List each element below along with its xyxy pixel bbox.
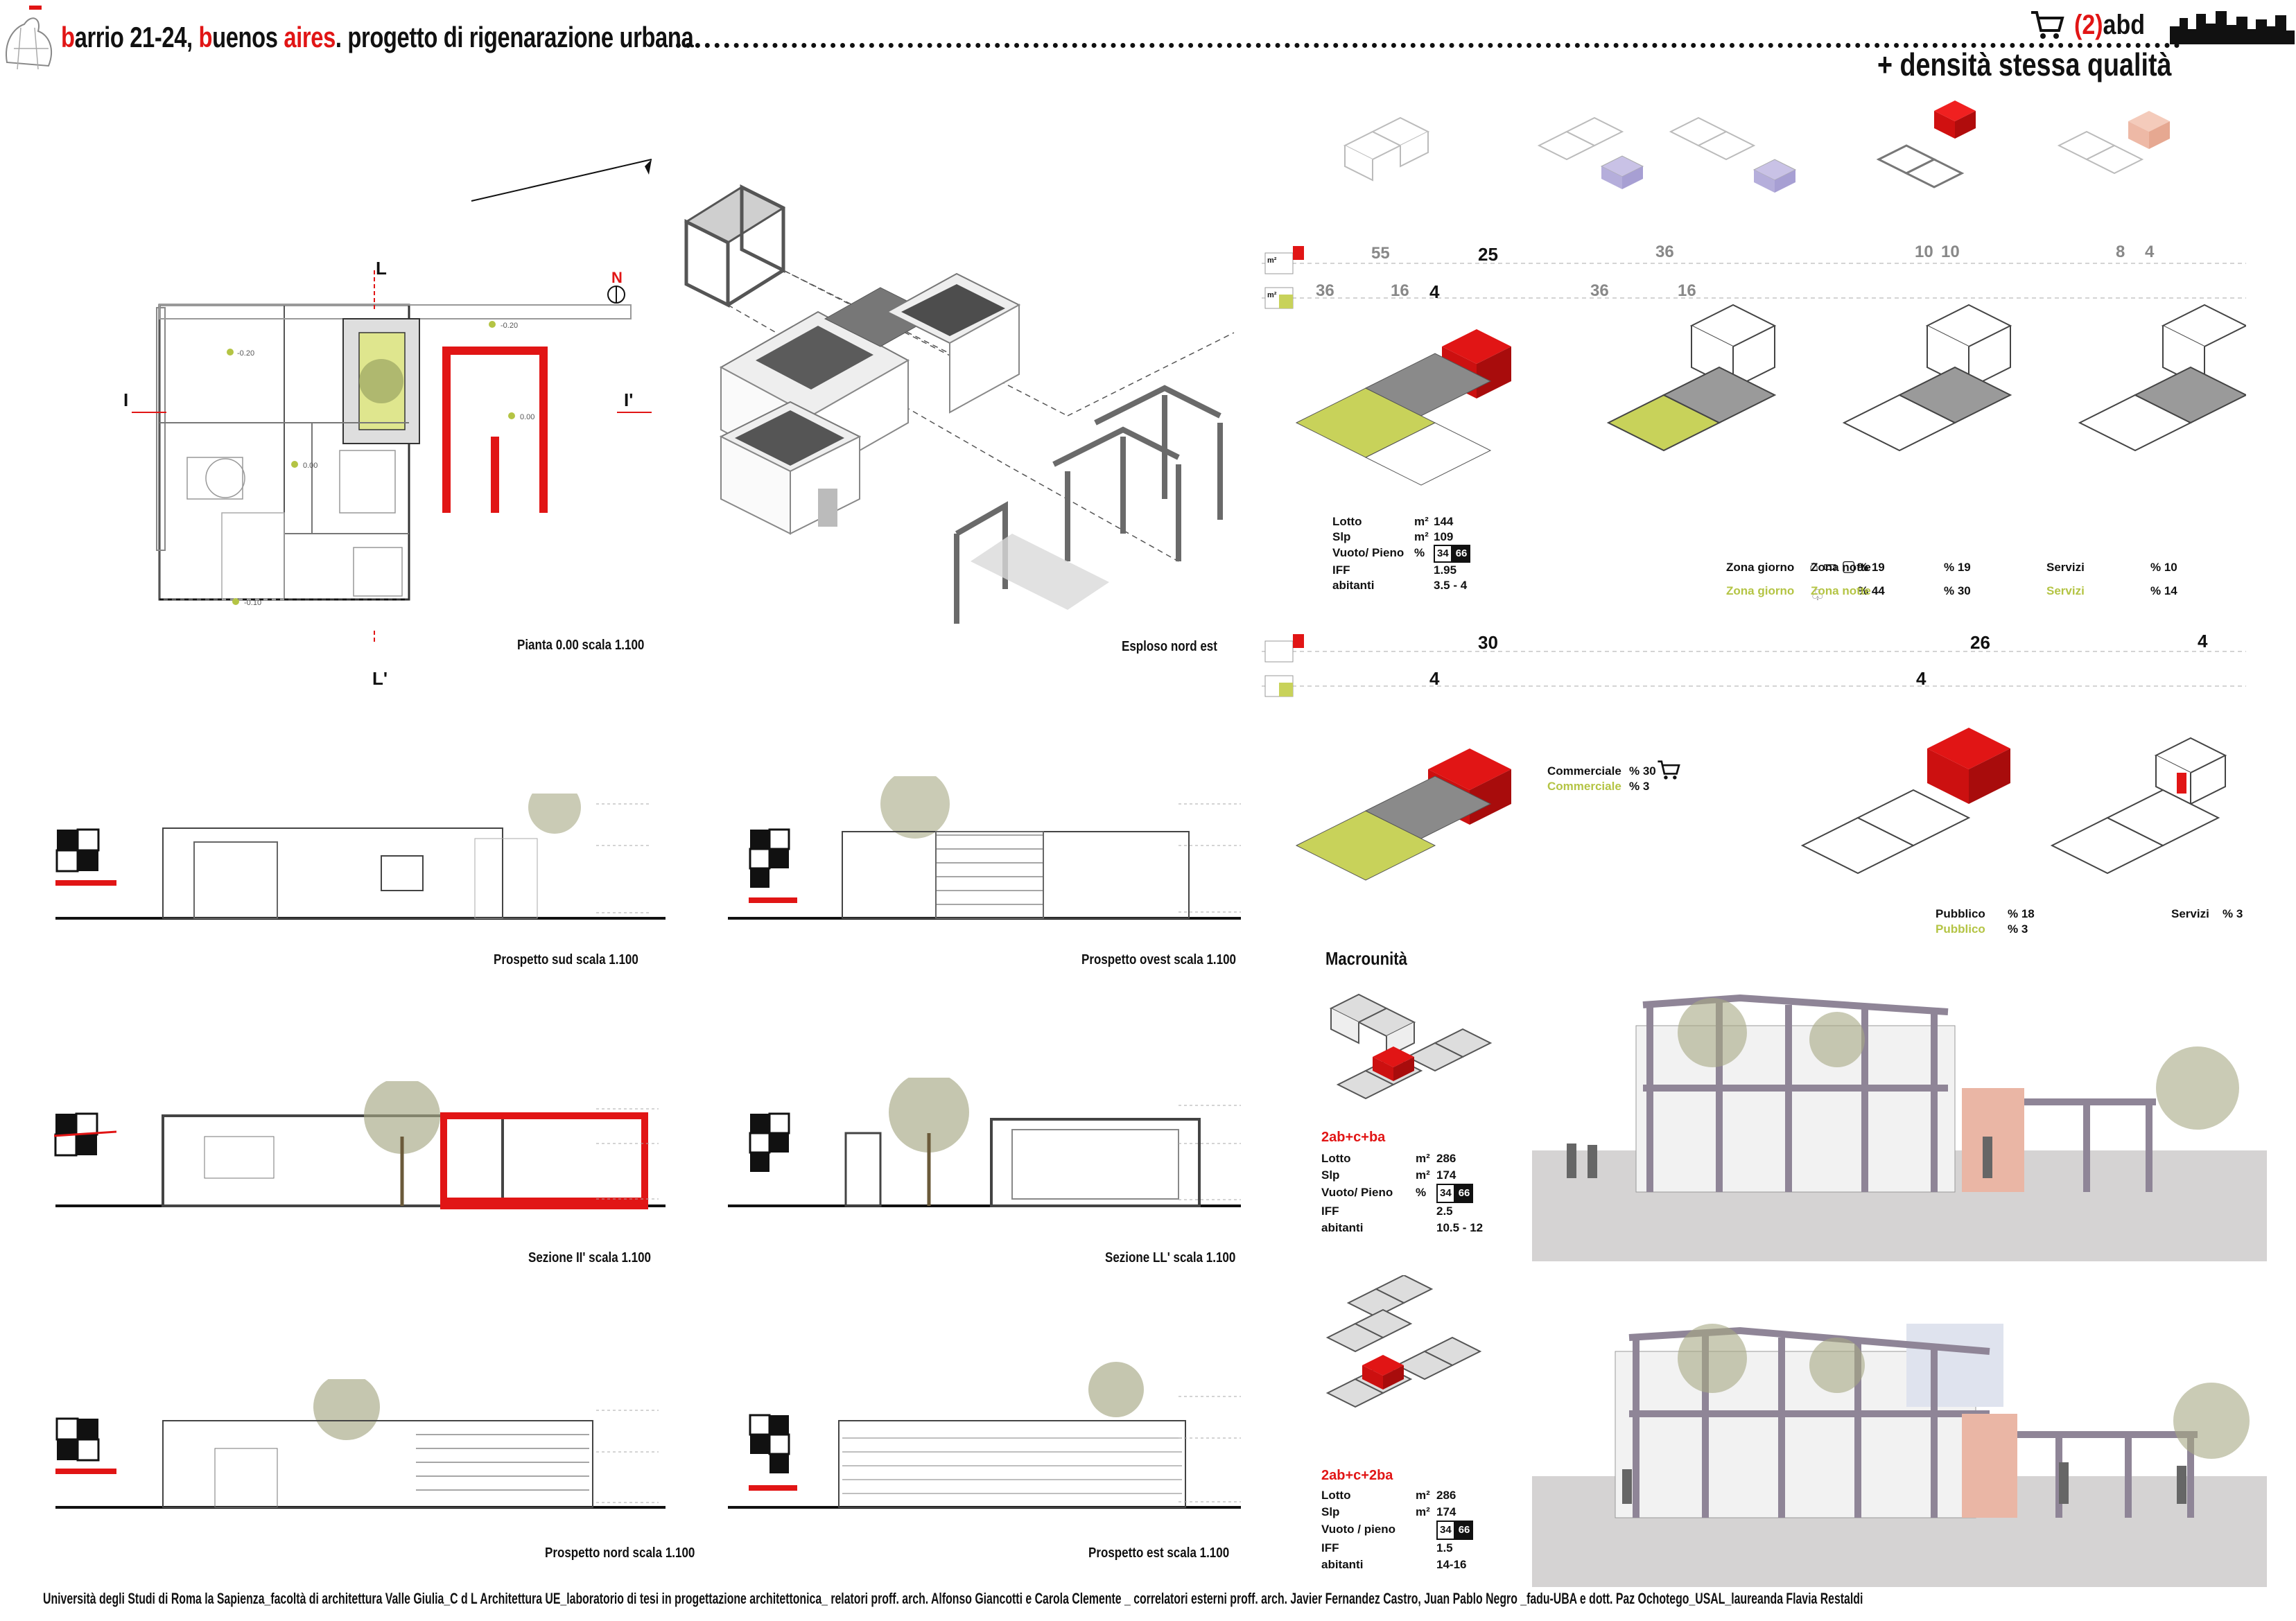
num-4e: 4 [2198, 631, 2208, 651]
cart-small-icon [1658, 760, 1680, 780]
section-label-Ip: I' [624, 389, 634, 410]
macro-a-code: 2ab+c+ba [1321, 1130, 1386, 1145]
key-icon-est [749, 1414, 797, 1491]
skyline-icon [2170, 11, 2295, 44]
key-icon-sud [55, 828, 116, 886]
elevation-est [728, 1362, 1241, 1509]
render-macro-a [1532, 994, 2267, 1261]
page-title: barrio 21-24, buenos aires. progetto di … [61, 21, 694, 53]
section-ii-caption: Sezione II' scala 1.100 [528, 1250, 651, 1265]
num-36c: 36 [1590, 281, 1609, 300]
pubblico-label: Pubblico% 18 Pubblico% 3 [1936, 907, 2035, 936]
num-10a: 10 [1915, 243, 1933, 261]
north-icon [607, 286, 625, 304]
num-8: 8 [2116, 243, 2125, 261]
num-16a: 16 [1391, 281, 1409, 300]
num-25: 25 [1478, 244, 1498, 265]
macro-title: Macrounità [1325, 948, 1407, 969]
plan-caption: Pianta 0.00 scala 1.100 [517, 638, 645, 653]
exploded-axonometric [684, 184, 1235, 624]
north-label: N [611, 269, 623, 286]
num-10b: 10 [1941, 243, 1960, 261]
zone-giorno: Zona giorno% 19 Zona giorno% 44 [1726, 561, 1885, 597]
m2-icon-b: m² [1267, 291, 1277, 299]
diagram-row-1 [1262, 246, 2246, 486]
tree-icon-giorno: ♧ [1811, 586, 1825, 604]
num-4c: 4 [1429, 668, 1440, 689]
page-subtitle: + densità stessa qualità [1877, 46, 2172, 82]
section-ii [55, 1081, 666, 1209]
num-4b: 4 [2145, 243, 2155, 261]
bed-sofa-icons: ⌂ ▭ ▢ [1809, 557, 1856, 575]
key-icon-nord [55, 1417, 116, 1474]
macro-b-code: 2ab+c+2ba [1321, 1468, 1393, 1483]
svg-text:-0.20: -0.20 [501, 322, 518, 330]
elevation-est-caption: Prospetto est scala 1.100 [1088, 1545, 1230, 1561]
svg-text:0.00: 0.00 [303, 462, 318, 470]
floor-plan: -0.20 -0.20 0.00 0.00 -0.10 [132, 159, 652, 645]
num-4d: 4 [1916, 668, 1927, 689]
macro-a-diagram [1329, 993, 1493, 1100]
section-label-I: I [123, 389, 129, 410]
servizi-mid-label: Servizi% 3 [2171, 907, 2243, 920]
elevation-ovest [728, 776, 1241, 920]
num-26: 26 [1970, 632, 1990, 653]
num-36b: 36 [1655, 243, 1674, 261]
section-label-L: L [376, 258, 387, 279]
section-ll [728, 1078, 1241, 1207]
svg-text:0.00: 0.00 [520, 413, 534, 421]
key-icon-sezione-ll [749, 1112, 790, 1172]
macro-b-diagram [1325, 1275, 1482, 1408]
typology-mini-cubes [1343, 100, 2170, 193]
num-55: 55 [1371, 244, 1390, 263]
num-4a: 4 [1429, 281, 1440, 302]
logo-text: (2)abd [2074, 10, 2146, 40]
elevation-sud [55, 794, 666, 920]
elevation-sud-caption: Prospetto sud scala 1.100 [494, 952, 638, 967]
cart-icon [2031, 11, 2064, 39]
diagram-row-2 [1262, 634, 2246, 881]
elevation-nord [55, 1379, 666, 1509]
axo-caption: Esploso nord est [1122, 639, 1217, 654]
zone-servizi: Servizi% 10 Servizi% 14 [2046, 561, 2177, 597]
m2-icon-a: m² [1267, 256, 1277, 265]
zone-notte: Zona notte% 19 Zona notte% 30 [1811, 561, 1971, 597]
section-ll-caption: Sezione LL' scala 1.100 [1105, 1250, 1236, 1265]
num-16b: 16 [1678, 281, 1696, 300]
svg-text:-0.20: -0.20 [237, 349, 254, 358]
section-label-Lp: L' [372, 668, 388, 689]
svg-text:-0.10: -0.10 [244, 599, 261, 607]
num-30: 30 [1478, 632, 1498, 653]
sketch-logo-icon [6, 6, 52, 70]
elevation-ovest-caption: Prospetto ovest scala 1.100 [1081, 952, 1237, 967]
render-macro-b [1532, 1324, 2267, 1587]
num-36a: 36 [1316, 281, 1334, 300]
header-dotted-rule [676, 43, 2180, 48]
commerciale-label: Commerciale% 30 Commerciale% 3 [1547, 764, 1656, 793]
elevation-nord-caption: Prospetto nord scala 1.100 [545, 1545, 695, 1561]
key-icon-sezione-ii [54, 1112, 116, 1157]
key-icon-ovest [749, 828, 797, 903]
footer-credits: Università degli Studi di Roma la Sapien… [43, 1590, 1863, 1607]
